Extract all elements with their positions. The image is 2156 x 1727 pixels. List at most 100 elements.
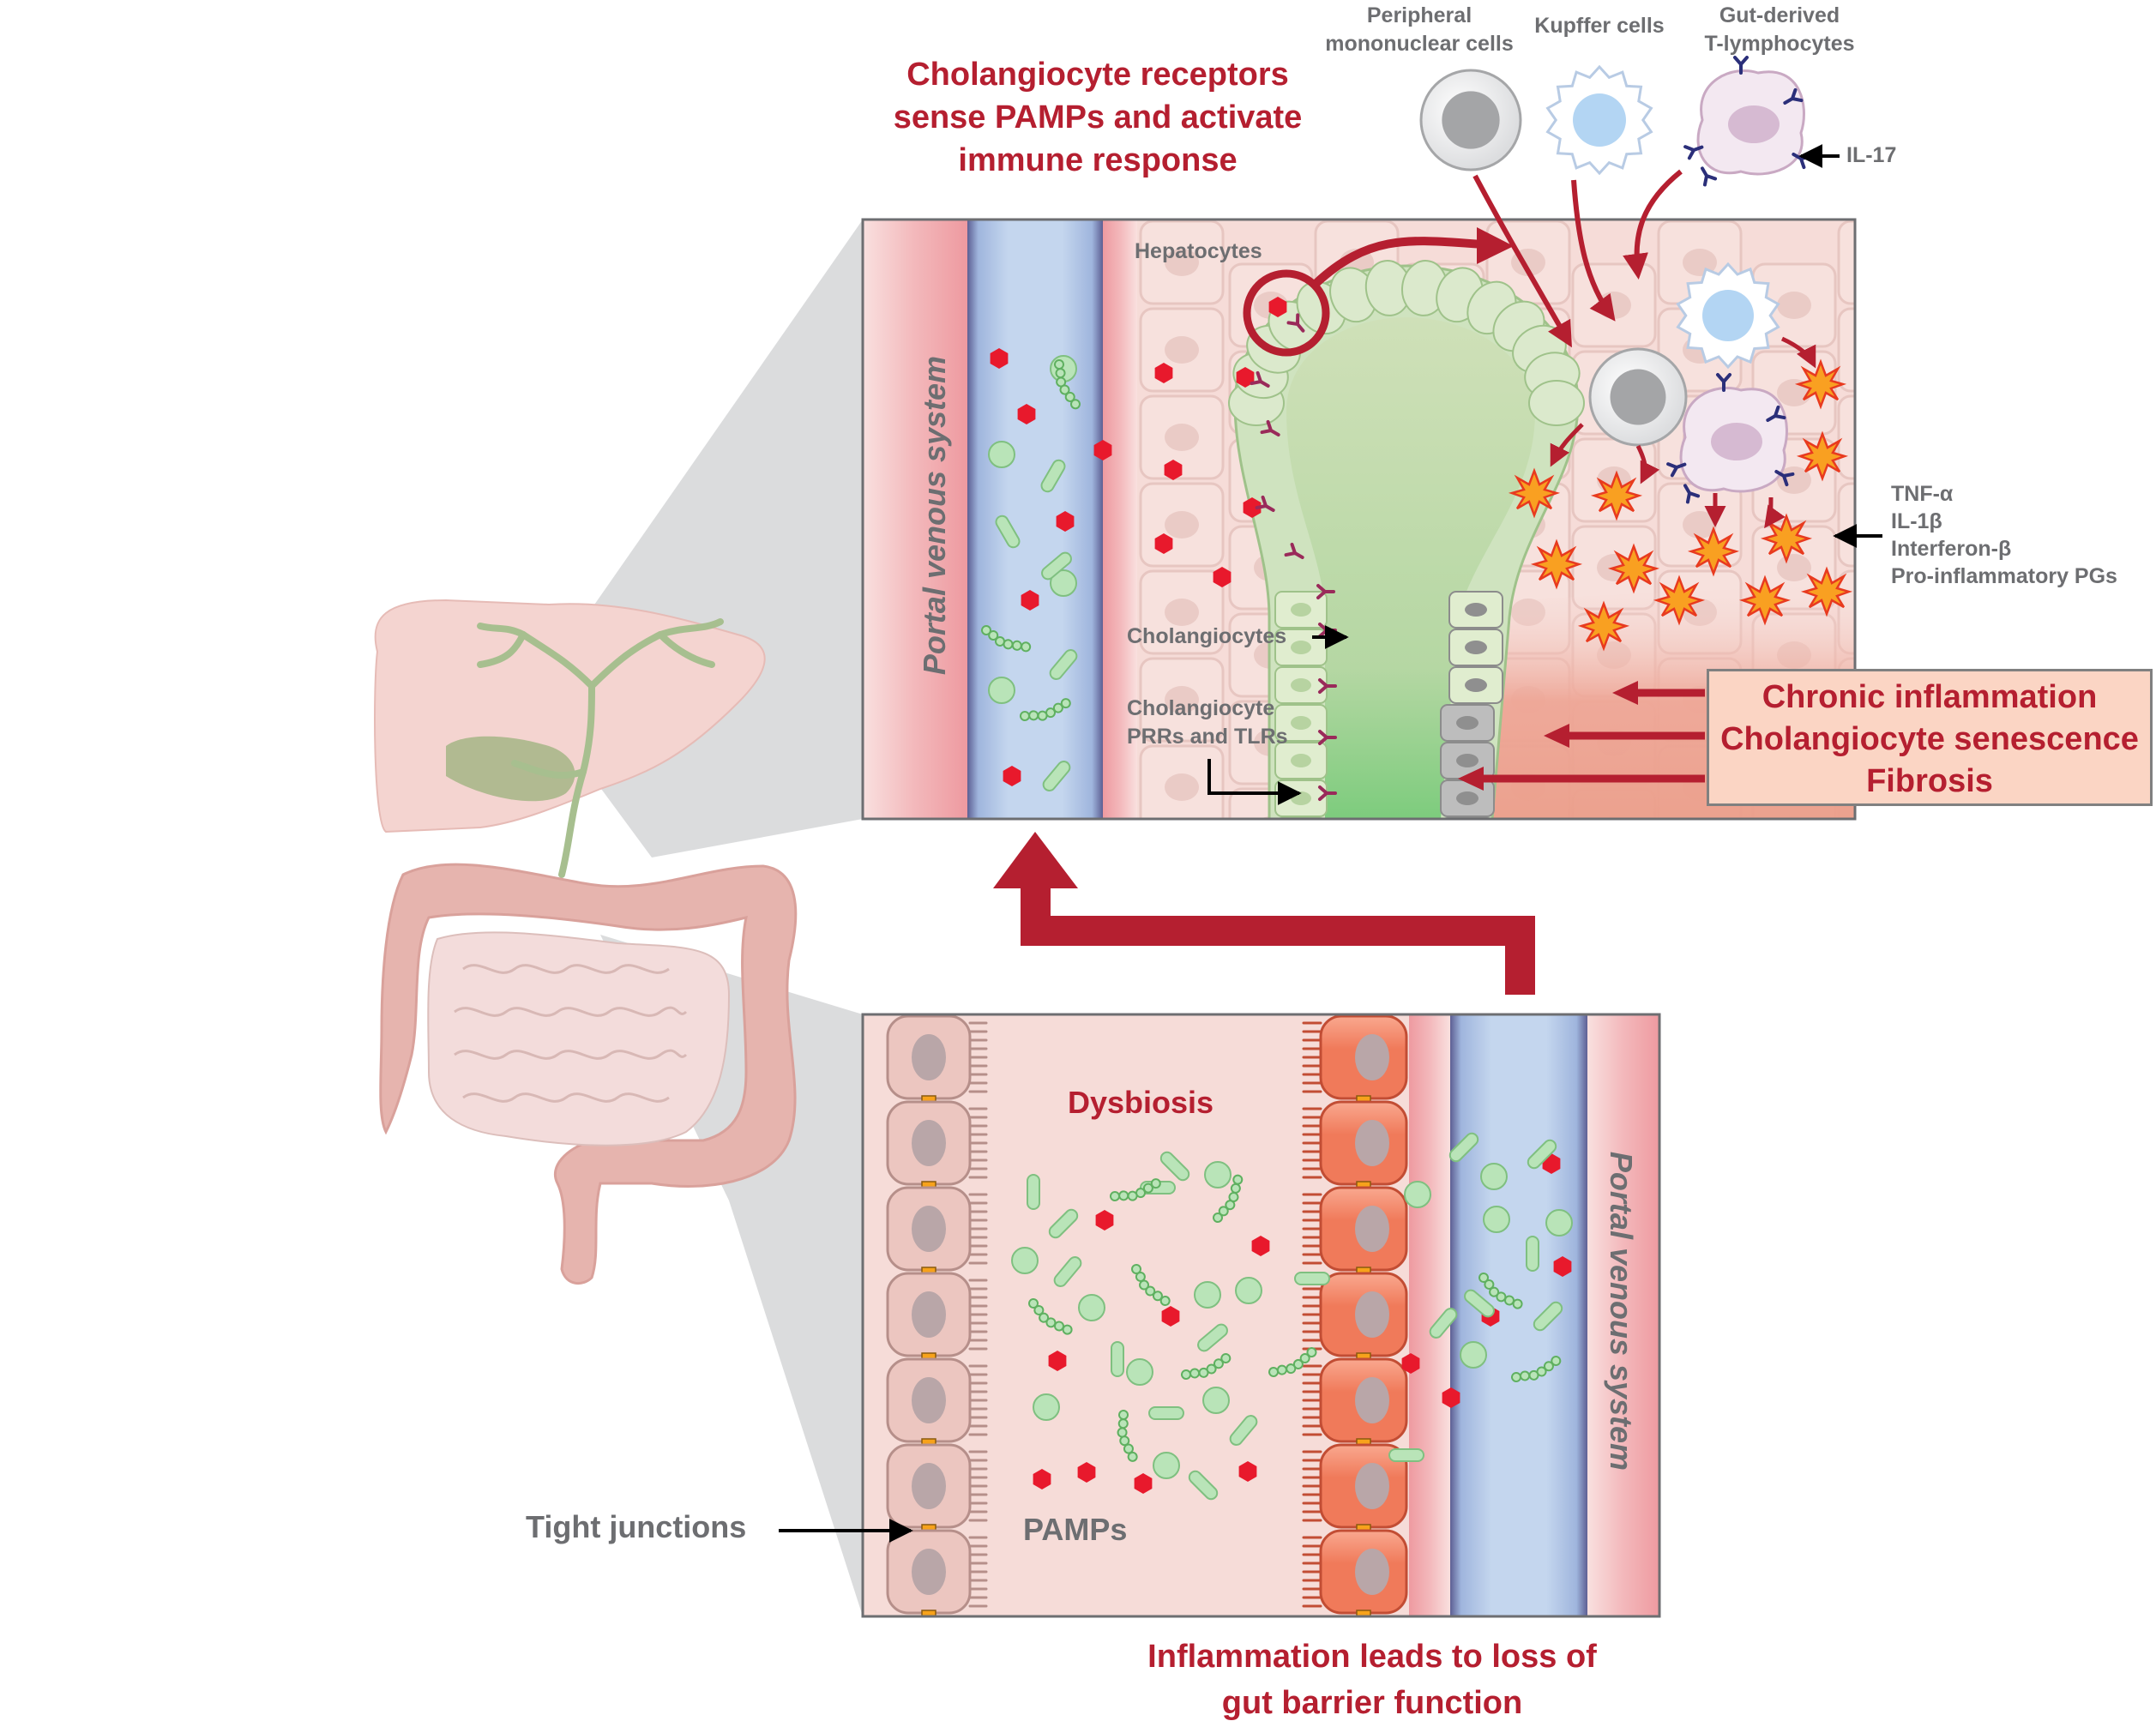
overlay-marks: [779, 56, 1882, 1543]
bacteria-coccus: [1202, 1387, 1230, 1414]
mononuclear-cell-nucleus: [1610, 369, 1666, 425]
cholangiocyte: [1528, 380, 1585, 426]
enterocyte-nucleus: [912, 1377, 946, 1423]
cholangiocyte: [1277, 817, 1325, 819]
enterocyte-nucleus: [1355, 1206, 1389, 1252]
cholangiocyte-nucleus: [1291, 603, 1311, 617]
mononuclear-cell-nucleus: [1442, 91, 1500, 149]
portal-label-bottom: Portal venous system: [1604, 1151, 1639, 1471]
bacteria-coccus: [1194, 1281, 1221, 1309]
bacteria-coccus: [1011, 1247, 1039, 1274]
gut-epithelium-healthy: [886, 1014, 988, 1616]
cholangiocyte-nucleus: [1456, 829, 1478, 843]
hepatocyte-nucleus: [1863, 599, 1897, 626]
bacteria-coccus: [1078, 1294, 1105, 1321]
cytokine-starburst: [1762, 514, 1810, 563]
il17-label: IL-17: [1846, 143, 1897, 167]
prr-tlr-label: Cholangiocyte PRRs and TLRs: [1127, 696, 1288, 749]
cytokine-list: TNF-α IL-1β Interferon-β Pro-inflammator…: [1891, 482, 2117, 588]
hepatocyte-nucleus: [1432, 816, 1453, 819]
cholangiocyte-nucleus: [1465, 641, 1487, 654]
cholangiocyte-nucleus: [1291, 716, 1311, 730]
t-lymphocyte-nucleus: [1711, 423, 1762, 460]
hepatocyte-nucleus: [1777, 292, 1811, 319]
bacteria-rod: [1294, 1272, 1330, 1285]
hepatocyte-nucleus: [1604, 816, 1624, 819]
cholangiocyte-nucleus: [1465, 603, 1487, 617]
bacteria-coccus: [1480, 1163, 1508, 1190]
tight-junction: [921, 1610, 936, 1616]
outcome-arrowhead: [1458, 767, 1484, 791]
hepatocyte-nucleus: [1863, 249, 1897, 276]
bacteria-coccus: [1204, 1161, 1232, 1188]
dysbiosis-label: Dysbiosis: [1068, 1085, 1214, 1120]
top-title: Cholangiocyte receptors sense PAMPs and …: [893, 57, 1303, 178]
bacteria-rod: [1111, 1341, 1124, 1377]
cholangiocyte-nucleus: [1456, 716, 1478, 730]
pamps-label: PAMPs: [1023, 1512, 1128, 1547]
cytokine-arrow: [1764, 496, 1786, 529]
gut-liver-axis-arrow: [993, 832, 1535, 995]
cytokine-starburst: [1593, 472, 1641, 520]
cytokine-starburst: [1798, 432, 1846, 480]
recruitment-arrow: [1571, 179, 1616, 322]
enterocyte-nucleus: [1355, 1120, 1389, 1166]
cytokine-arrow: [1780, 336, 1816, 369]
cytokine-starburst: [1580, 602, 1628, 650]
cholangiocyte-nucleus: [1291, 678, 1311, 692]
enterocyte-nucleus: [912, 1291, 946, 1338]
tight-junction: [1356, 1610, 1371, 1616]
cytokine-starburst: [1510, 469, 1558, 517]
hepatocytes-label: Hepatocytes: [1135, 239, 1262, 263]
hepatocyte-nucleus: [1777, 466, 1811, 494]
kupffer-cell-nucleus: [1573, 93, 1626, 147]
cholangiocyte-nucleus: [1456, 754, 1478, 767]
activation-arrowhead: [1477, 227, 1514, 264]
t-lymphocyte-nucleus: [1728, 105, 1780, 143]
cytokine-starburst: [1610, 545, 1658, 593]
enterocyte-nucleus: [1355, 1291, 1389, 1338]
hepatocyte-nucleus: [1863, 424, 1897, 451]
outcomes-box: Chronic inflammation Cholangiocyte senes…: [1707, 669, 2153, 806]
cholangiocytes-label: Cholangiocytes: [1127, 624, 1287, 648]
cholangiocyte-cells: [1228, 260, 1585, 843]
gut-panel: [863, 1014, 1659, 1616]
recruitment-arrow: [1623, 169, 1683, 280]
cholangiocyte-nucleus: [1456, 791, 1478, 805]
hepatocyte: [1837, 394, 1855, 480]
hepatocyte-nucleus: [1261, 816, 1281, 819]
cytokine-arrow: [1550, 423, 1584, 467]
cholangiocyte-nucleus: [1291, 641, 1311, 654]
enterocyte-nucleus: [1355, 1463, 1389, 1509]
enterocyte-nucleus: [912, 1463, 946, 1509]
hepatocyte-nucleus: [1165, 773, 1199, 801]
peripheral-mononuclear-label: Peripheral mononuclear cells: [1325, 3, 1514, 56]
hepatocyte: [1837, 220, 1855, 305]
enterocyte-nucleus: [912, 1549, 946, 1595]
cytokine-starburst: [1803, 568, 1851, 616]
hepatocyte-nucleus: [1784, 816, 1804, 819]
enterocyte-nucleus: [1355, 1034, 1389, 1080]
cytokine-starburst: [1533, 540, 1581, 588]
enterocyte-nucleus: [912, 1120, 946, 1166]
prr-pointer: [1207, 759, 1302, 805]
outcome-arrowhead: [1612, 681, 1638, 705]
cholangiocyte-nucleus: [1465, 678, 1487, 692]
bacteria-rod: [1148, 1406, 1184, 1420]
bacteria-coccus: [1404, 1181, 1431, 1208]
cholangiocyte-nucleus: [1291, 754, 1311, 767]
hepatocyte-nucleus: [1777, 554, 1811, 581]
cholangiocyte-nucleus: [1291, 829, 1311, 843]
receptor-highlight-circle: [1243, 269, 1330, 357]
bacteria-coccus: [988, 677, 1015, 704]
cytokine-starburst: [1741, 576, 1789, 624]
hepatocyte: [1837, 307, 1855, 393]
outcome-arrowhead: [1544, 724, 1569, 748]
bacteria-coccus: [1483, 1206, 1510, 1233]
hepatocyte-nucleus: [1165, 599, 1199, 626]
hepatocyte-nucleus: [1165, 511, 1199, 539]
activation-arrow: [1313, 237, 1485, 286]
recruitment-arrow: [1472, 174, 1572, 348]
